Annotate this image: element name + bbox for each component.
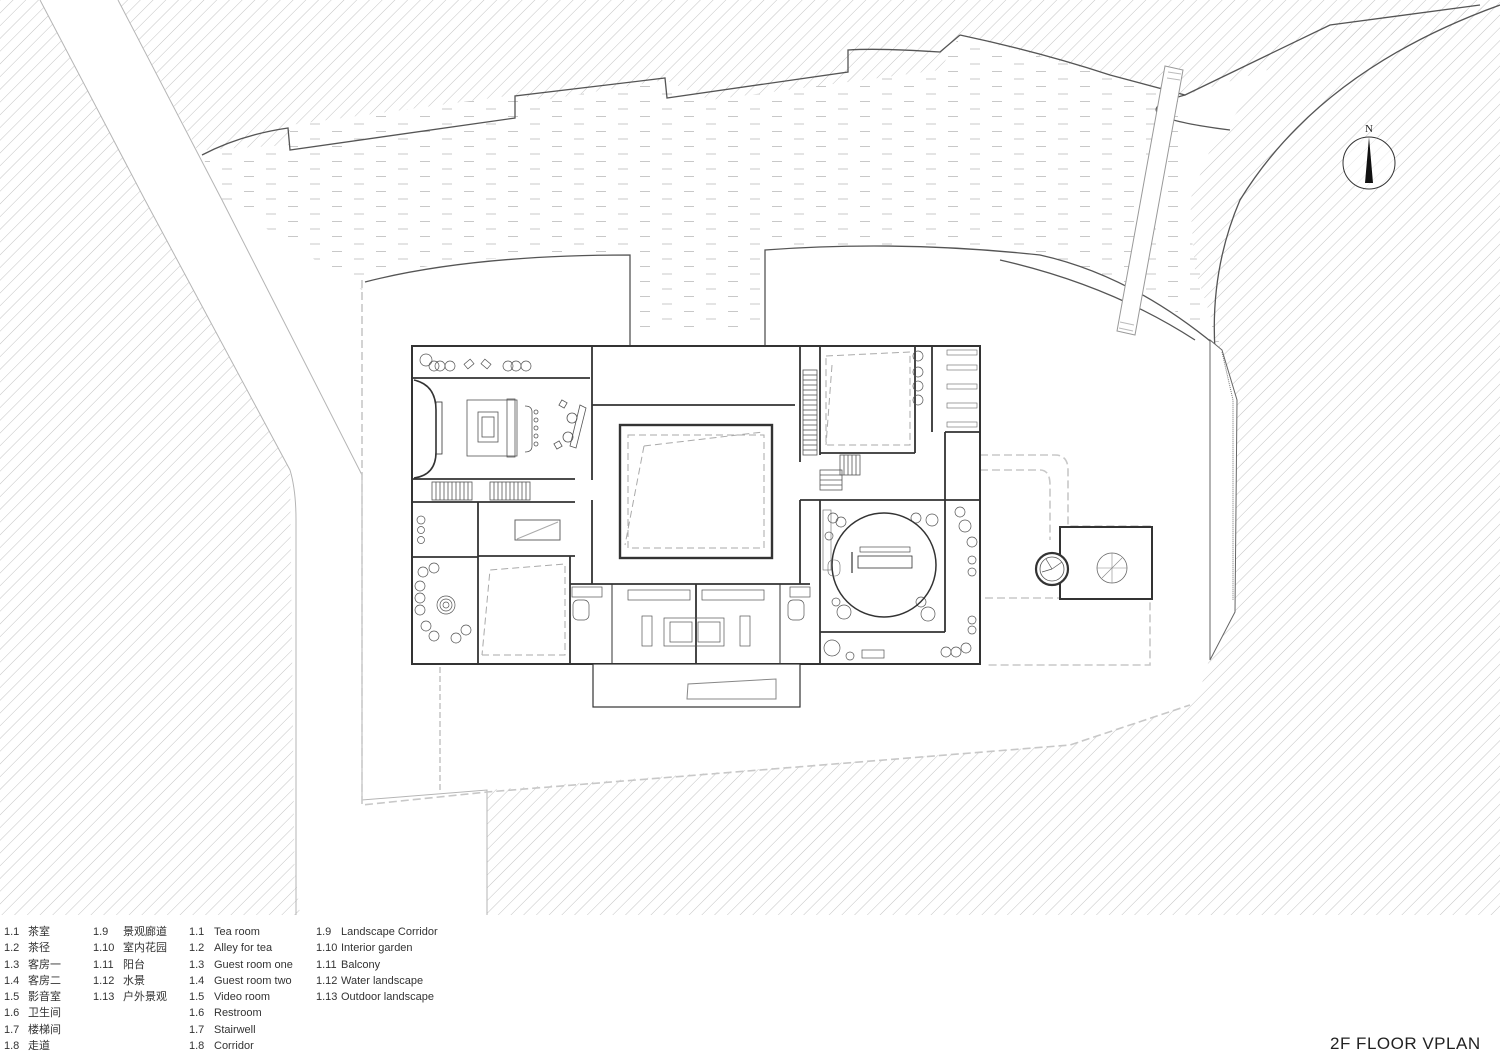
east-pavilion: [1034, 526, 1153, 600]
tea-room-curve: [413, 379, 443, 479]
plan-title: 2F FLOOR VPLAN: [1330, 1034, 1481, 1053]
boardwalk-bridge: [1116, 65, 1184, 336]
east-seating: [822, 349, 978, 577]
interior-walls: [412, 346, 980, 664]
water-landscape: [202, 35, 1220, 345]
interior-garden-dashes: [481, 351, 911, 656]
north-label: N: [1365, 123, 1373, 135]
stairwell: [431, 369, 861, 501]
video-room: [831, 512, 937, 618]
trees-shrubs: [414, 350, 978, 661]
north-arrow: N: [1342, 123, 1396, 190]
tea-room-furniture: [466, 398, 587, 458]
site-edge-right: [1209, 338, 1238, 661]
guest-room-furniture: [571, 586, 811, 647]
